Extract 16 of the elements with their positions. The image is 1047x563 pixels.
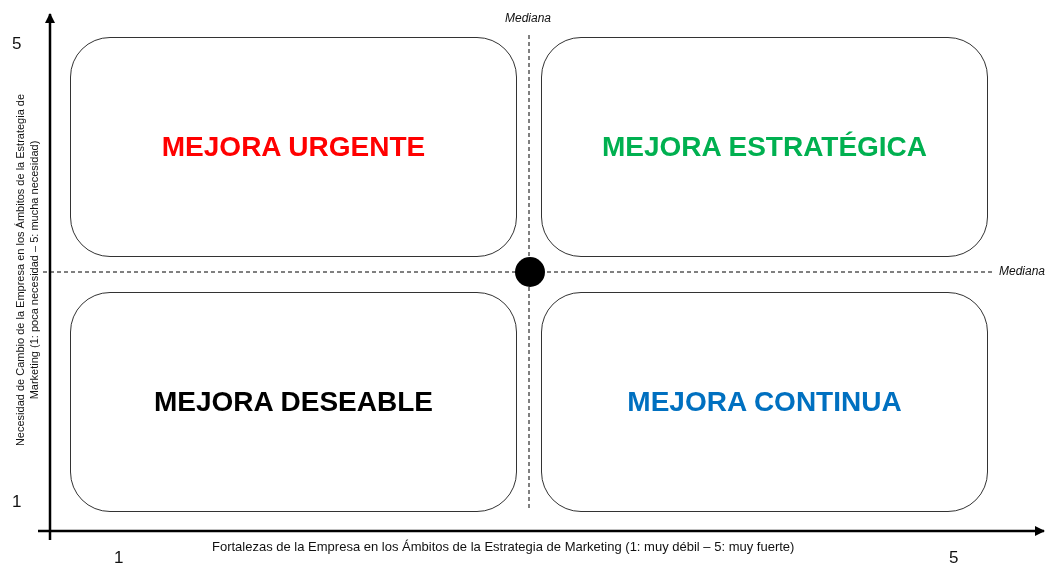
axis-title: Fortalezas de la Empresa en los Ámbitos de la Estrategia de Marketing (1: muy débil – 5: muy fuerte) [212,539,795,554]
quadrant-box [541,37,988,257]
tick-label: 1 [12,492,22,512]
quadrant-title: MEJORA URGENTE [161,131,426,163]
quadrant-box [541,292,988,512]
axis-title: Necesidad de Cambio de la Empresa en los Ámbitos de la Estrategia de Marketing (1: poca necesidad – 5: mucha necesidad) [13,92,41,449]
quadrant-box [70,37,517,257]
median-label: Mediana [505,11,552,25]
tick-label: 5 [949,548,959,563]
quadrant-box [70,292,517,512]
median-label: Mediana [999,264,1046,278]
quadrant-title: MEJORA ESTRATÉGICA [601,131,928,163]
quadrant-title: MEJORA DESEABLE [154,386,433,418]
tick-label: 1 [114,548,124,563]
tick-label: 5 [12,34,22,54]
quadrant-title: MEJORA CONTINUA [627,386,902,418]
